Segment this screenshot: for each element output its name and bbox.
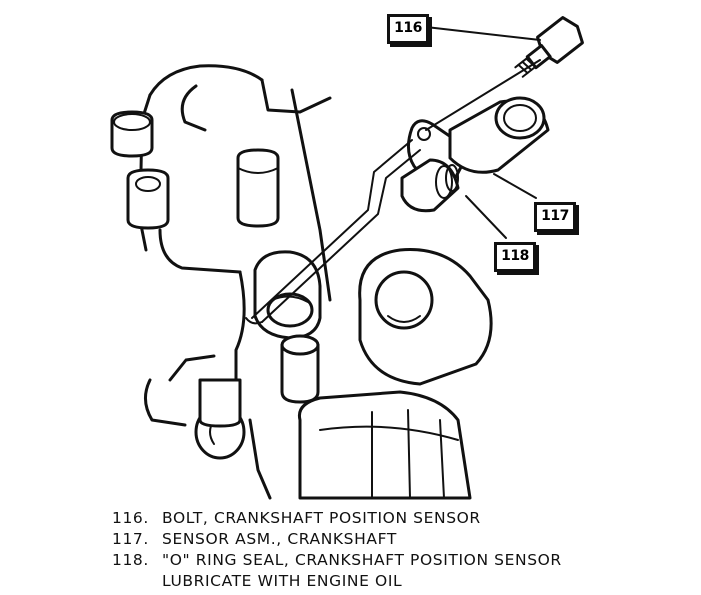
legend-item: 118. "O" RING SEAL, CRANKSHAFT POSITION …: [112, 550, 562, 571]
lower-left-bosses: [194, 378, 246, 460]
leader-117: [493, 173, 537, 199]
round-boss: [358, 248, 493, 386]
legend-item: 117. SENSOR ASM., CRANKSHAFT: [112, 529, 562, 550]
crankshaft-sensor: [400, 96, 550, 213]
legend-number: 116.: [112, 509, 149, 527]
callout-116: 116: [387, 14, 429, 44]
parts-legend: 116. BOLT, CRANKSHAFT POSITION SENSOR 11…: [112, 508, 562, 592]
bracket-left: [110, 110, 280, 230]
bolt: [514, 16, 584, 78]
legend-item: 116. BOLT, CRANKSHAFT POSITION SENSOR: [112, 508, 562, 529]
legend-number: 118.: [112, 551, 149, 569]
leader-118: [465, 195, 507, 239]
engine-illustration: [110, 16, 584, 500]
callout-118: 118: [494, 242, 536, 272]
oil-filter: [297, 390, 472, 500]
dowel-pin: [280, 334, 320, 404]
callout-117: 117: [534, 202, 576, 232]
mounting-bore: [253, 250, 322, 340]
legend-number: 117.: [112, 530, 149, 548]
legend-note: LUBRICATE WITH ENGINE OIL: [162, 572, 403, 590]
legend-text: "O" RING SEAL, CRANKSHAFT POSITION SENSO…: [162, 551, 562, 569]
legend-text: BOLT, CRANKSHAFT POSITION SENSOR: [162, 509, 481, 527]
harness-arm: [245, 59, 541, 325]
engine-block: [138, 64, 332, 500]
legend-text: SENSOR ASM., CRANKSHAFT: [162, 530, 397, 548]
leader-116: [425, 26, 541, 41]
